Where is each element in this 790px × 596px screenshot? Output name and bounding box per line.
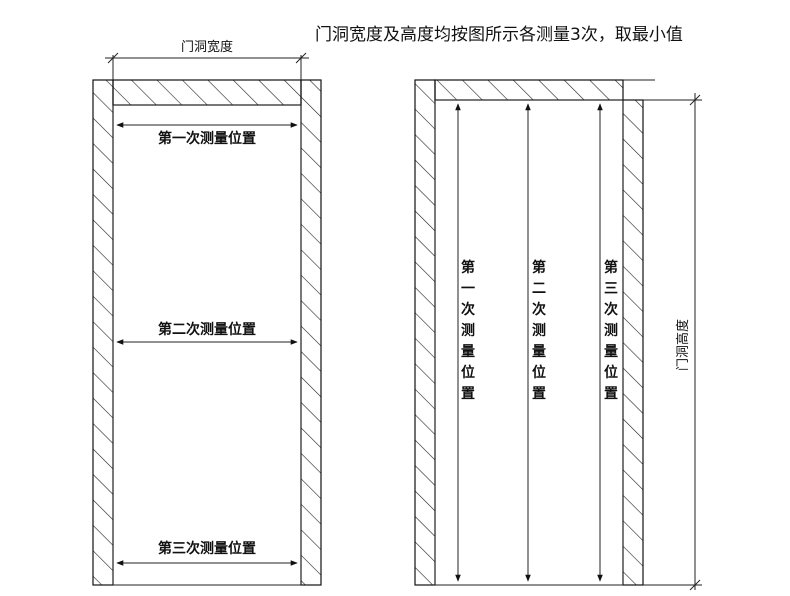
door-opening-outline-right — [434, 99, 624, 586]
vertical-label-char: 置 — [604, 385, 618, 402]
height-tick-bottom — [689, 579, 701, 591]
left-wall-lintel — [112, 79, 302, 106]
height-measure-label-2: 第二次测量位置 — [532, 259, 546, 402]
vertical-label-char: 三 — [604, 281, 618, 297]
right-wall-jamb-left — [414, 79, 436, 586]
left-wall-jamb-left — [92, 79, 114, 586]
vertical-label-char: 测 — [532, 322, 546, 339]
vertical-label-char: 次 — [532, 301, 546, 318]
diagram-title: 门洞宽度及高度均按图所示各测量3次，取最小值 — [315, 25, 683, 45]
vertical-label-char: 测 — [461, 322, 475, 339]
vertical-label-char: 第 — [532, 259, 546, 276]
vertical-label-char: 测 — [604, 322, 618, 339]
height-measurement-figure: 门洞高度 第一次测量位置 第二次测量位置 第三次测量位置 — [414, 79, 702, 591]
height-tick-top — [689, 94, 701, 106]
vertical-label-char: 位 — [604, 364, 618, 381]
vertical-label-char: 一 — [461, 281, 475, 297]
width-tick-left — [107, 52, 119, 64]
vertical-label-char: 位 — [461, 364, 475, 381]
height-dimension-label: 门洞高度 — [675, 319, 691, 371]
width-measurement-figure: 门洞宽度 第一次测量位置 第二次测量位置 第三次测量位置 — [92, 39, 322, 586]
right-wall-lintel — [434, 79, 624, 101]
vertical-label-char: 量 — [461, 344, 475, 360]
width-measure-label-3: 第三次测量位置 — [158, 540, 256, 557]
vertical-label-char: 二 — [532, 281, 546, 297]
vertical-label-char: 次 — [461, 301, 475, 318]
left-wall-jamb-right — [300, 79, 322, 586]
vertical-label-char: 量 — [604, 344, 618, 360]
width-tick-right — [295, 52, 307, 64]
vertical-label-char: 置 — [461, 385, 475, 402]
vertical-label-char: 第 — [604, 259, 618, 276]
vertical-label-char: 次 — [604, 301, 618, 318]
vertical-label-char: 位 — [532, 364, 546, 381]
height-measure-label-3: 第三次测量位置 — [604, 259, 618, 402]
height-measure-label-1: 第一次测量位置 — [461, 259, 475, 402]
width-measure-label-2: 第二次测量位置 — [158, 321, 256, 338]
right-wall-jamb-right — [622, 99, 644, 586]
vertical-label-char: 量 — [532, 344, 546, 360]
width-measure-label-1: 第一次测量位置 — [158, 130, 256, 147]
vertical-label-char: 置 — [532, 385, 546, 402]
door-opening-outline — [112, 104, 302, 586]
width-dimension-label: 门洞宽度 — [181, 39, 233, 55]
vertical-label-char: 第 — [461, 259, 475, 276]
